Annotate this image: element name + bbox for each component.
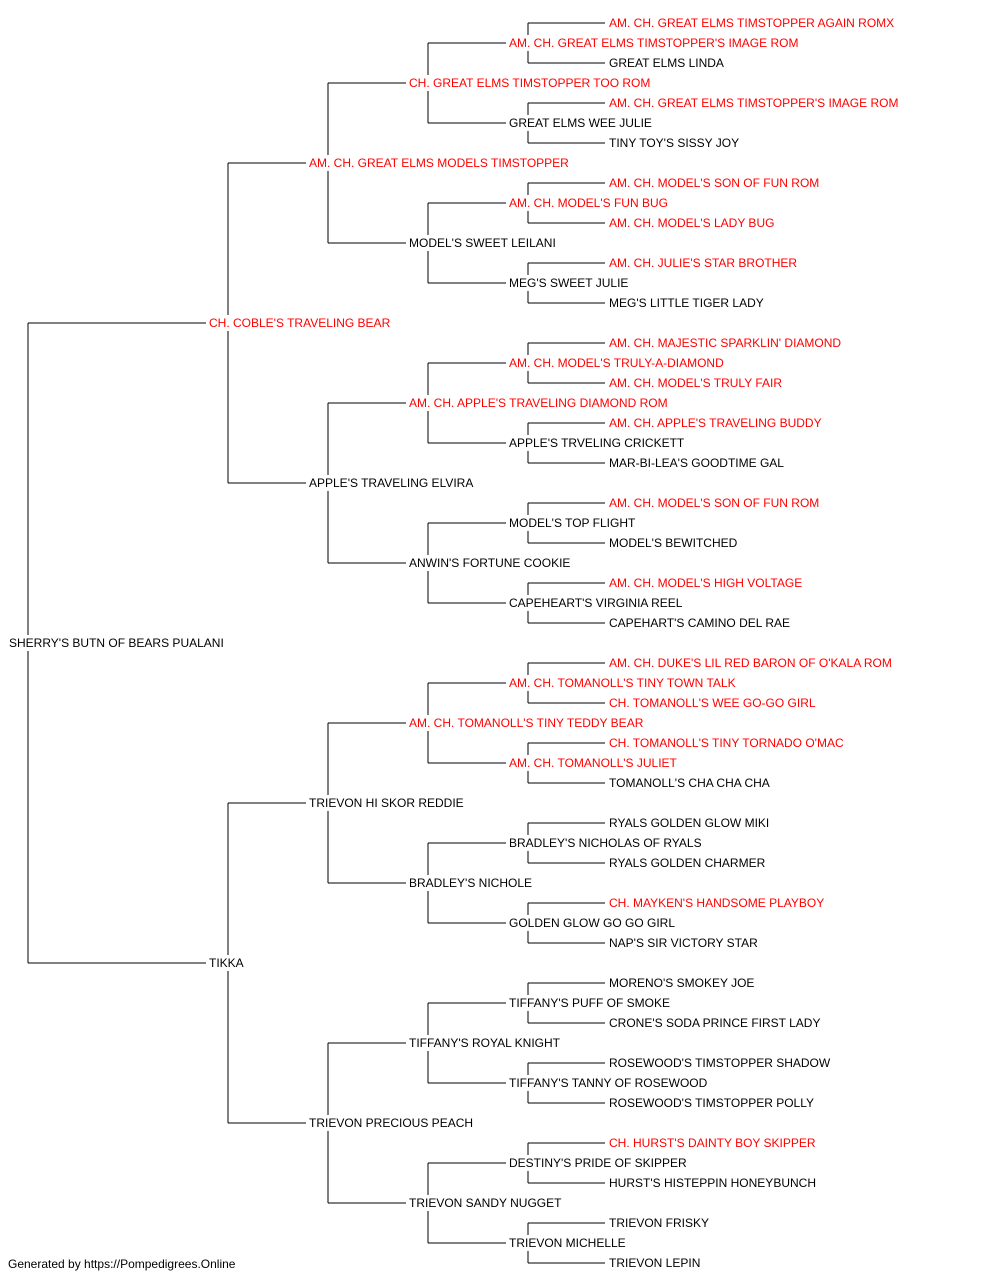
- gg-grandparent-name: MEG'S SWEET JULIE: [508, 276, 630, 290]
- great-grandparent-name: TIFFANY'S ROYAL KNIGHT: [408, 1036, 561, 1050]
- ggg-grandparent-name: MODEL'S BEWITCHED: [608, 536, 739, 550]
- gg-grandparent-name: GREAT ELMS WEE JULIE: [508, 116, 653, 130]
- ggg-grandparent-name: CH. MAYKEN'S HANDSOME PLAYBOY: [608, 896, 826, 910]
- ggg-grandparent-name: TINY TOY'S SISSY JOY: [608, 136, 741, 150]
- gg-grandparent-name: APPLE'S TRVELING CRICKETT: [508, 436, 686, 450]
- subject-name: SHERRY'S BUTN OF BEARS PUALANI: [8, 636, 225, 650]
- grandparent-name: TRIEVON HI SKOR REDDIE: [308, 796, 465, 810]
- great-grandparent-name: ANWIN'S FORTUNE COOKIE: [408, 556, 572, 570]
- gg-grandparent-name: DESTINY'S PRIDE OF SKIPPER: [508, 1156, 688, 1170]
- ggg-grandparent-name: AM. CH. MODEL'S SON OF FUN ROM: [608, 496, 821, 510]
- ggg-grandparent-name: AM. CH. MODEL'S LADY BUG: [608, 216, 776, 230]
- ggg-grandparent-name: AM. CH. MODEL'S TRULY FAIR: [608, 376, 783, 390]
- great-grandparent-name: MODEL'S SWEET LEILANI: [408, 236, 557, 250]
- ggg-grandparent-name: AM. CH. GREAT ELMS TIMSTOPPER AGAIN ROMX: [608, 16, 896, 30]
- gg-grandparent-name: BRADLEY'S NICHOLAS OF RYALS: [508, 836, 703, 850]
- gg-grandparent-name: TRIEVON MICHELLE: [508, 1236, 627, 1250]
- ggg-grandparent-name: RYALS GOLDEN CHARMER: [608, 856, 767, 870]
- ggg-grandparent-name: NAP'S SIR VICTORY STAR: [608, 936, 759, 950]
- great-grandparent-name: CH. GREAT ELMS TIMSTOPPER TOO ROM: [408, 76, 652, 90]
- gg-grandparent-name: AM. CH. GREAT ELMS TIMSTOPPER'S IMAGE RO…: [508, 36, 800, 50]
- ggg-grandparent-name: MEG'S LITTLE TIGER LADY: [608, 296, 765, 310]
- ggg-grandparent-name: GREAT ELMS LINDA: [608, 56, 725, 70]
- ggg-grandparent-name: CRONE'S SODA PRINCE FIRST LADY: [608, 1016, 822, 1030]
- gg-grandparent-name: AM. CH. TOMANOLL'S TINY TOWN TALK: [508, 676, 737, 690]
- ggg-grandparent-name: MAR-BI-LEA'S GOODTIME GAL: [608, 456, 785, 470]
- ggg-grandparent-name: AM. CH. APPLE'S TRAVELING BUDDY: [608, 416, 823, 430]
- ggg-grandparent-name: AM. CH. MODEL'S HIGH VOLTAGE: [608, 576, 804, 590]
- gg-grandparent-name: MODEL'S TOP FLIGHT: [508, 516, 637, 530]
- great-grandparent-name: AM. CH. APPLE'S TRAVELING DIAMOND ROM: [408, 396, 669, 410]
- ggg-grandparent-name: CH. TOMANOLL'S TINY TORNADO O'MAC: [608, 736, 845, 750]
- gg-grandparent-name: TIFFANY'S TANNY OF ROSEWOOD: [508, 1076, 709, 1090]
- great-grandparent-name: AM. CH. TOMANOLL'S TINY TEDDY BEAR: [408, 716, 645, 730]
- ggg-grandparent-name: MORENO'S SMOKEY JOE: [608, 976, 756, 990]
- ggg-grandparent-name: CH. TOMANOLL'S WEE GO-GO GIRL: [608, 696, 817, 710]
- parent-name: TIKKA: [208, 956, 245, 970]
- gg-grandparent-name: AM. CH. MODEL'S FUN BUG: [508, 196, 669, 210]
- ggg-grandparent-name: AM. CH. DUKE'S LIL RED BARON OF O'KALA R…: [608, 656, 893, 670]
- ggg-grandparent-name: HURST'S HISTEPPIN HONEYBUNCH: [608, 1176, 817, 1190]
- footer-credit: Generated by https://Pompedigrees.Online: [8, 1257, 236, 1271]
- great-grandparent-name: BRADLEY'S NICHOLE: [408, 876, 533, 890]
- gg-grandparent-name: GOLDEN GLOW GO GO GIRL: [508, 916, 677, 930]
- ggg-grandparent-name: AM. CH. JULIE'S STAR BROTHER: [608, 256, 799, 270]
- grandparent-name: AM. CH. GREAT ELMS MODELS TIMSTOPPER: [308, 156, 570, 170]
- ggg-grandparent-name: TRIEVON FRISKY: [608, 1216, 711, 1230]
- great-grandparent-name: TRIEVON SANDY NUGGET: [408, 1196, 563, 1210]
- gg-grandparent-name: AM. CH. TOMANOLL'S JULIET: [508, 756, 678, 770]
- ggg-grandparent-name: AM. CH. MODEL'S SON OF FUN ROM: [608, 176, 821, 190]
- ggg-grandparent-name: RYALS GOLDEN GLOW MIKI: [608, 816, 771, 830]
- gg-grandparent-name: AM. CH. MODEL'S TRULY-A-DIAMOND: [508, 356, 725, 370]
- gg-grandparent-name: CAPEHEART'S VIRGINIA REEL: [508, 596, 684, 610]
- ggg-grandparent-name: AM. CH. GREAT ELMS TIMSTOPPER'S IMAGE RO…: [608, 96, 900, 110]
- ggg-grandparent-name: TRIEVON LEPIN: [608, 1256, 702, 1270]
- ggg-grandparent-name: AM. CH. MAJESTIC SPARKLIN' DIAMOND: [608, 336, 843, 350]
- grandparent-name: APPLE'S TRAVELING ELVIRA: [308, 476, 475, 490]
- grandparent-name: TRIEVON PRECIOUS PEACH: [308, 1116, 475, 1130]
- gg-grandparent-name: TIFFANY'S PUFF OF SMOKE: [508, 996, 671, 1010]
- ggg-grandparent-name: ROSEWOOD'S TIMSTOPPER SHADOW: [608, 1056, 832, 1070]
- ggg-grandparent-name: ROSEWOOD'S TIMSTOPPER POLLY: [608, 1096, 816, 1110]
- ggg-grandparent-name: CAPEHART'S CAMINO DEL RAE: [608, 616, 791, 630]
- ggg-grandparent-name: TOMANOLL'S CHA CHA CHA: [608, 776, 771, 790]
- parent-name: CH. COBLE'S TRAVELING BEAR: [208, 316, 392, 330]
- ggg-grandparent-name: CH. HURST'S DAINTY BOY SKIPPER: [608, 1136, 817, 1150]
